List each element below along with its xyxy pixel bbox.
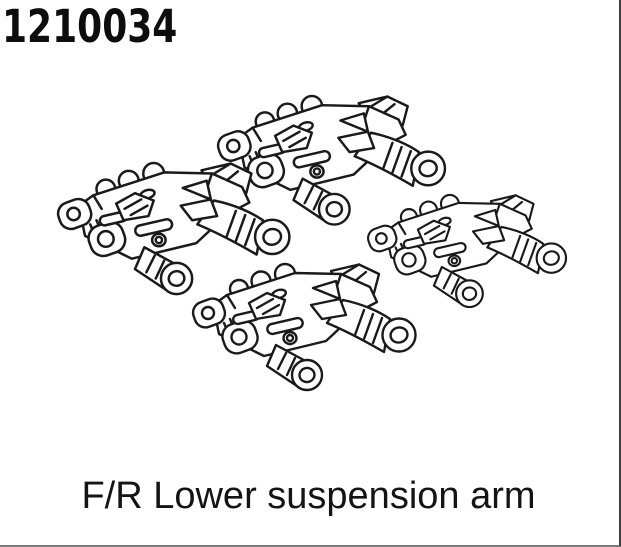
suspension-arm-drawing-bottom-center [188, 262, 417, 392]
suspension-arm-drawing-middle-right [364, 193, 568, 309]
part-number: 1210034 [2, 0, 178, 53]
caption: F/R Lower suspension arm [81, 475, 536, 517]
suspension-arm-drawing-top-center [213, 94, 447, 226]
